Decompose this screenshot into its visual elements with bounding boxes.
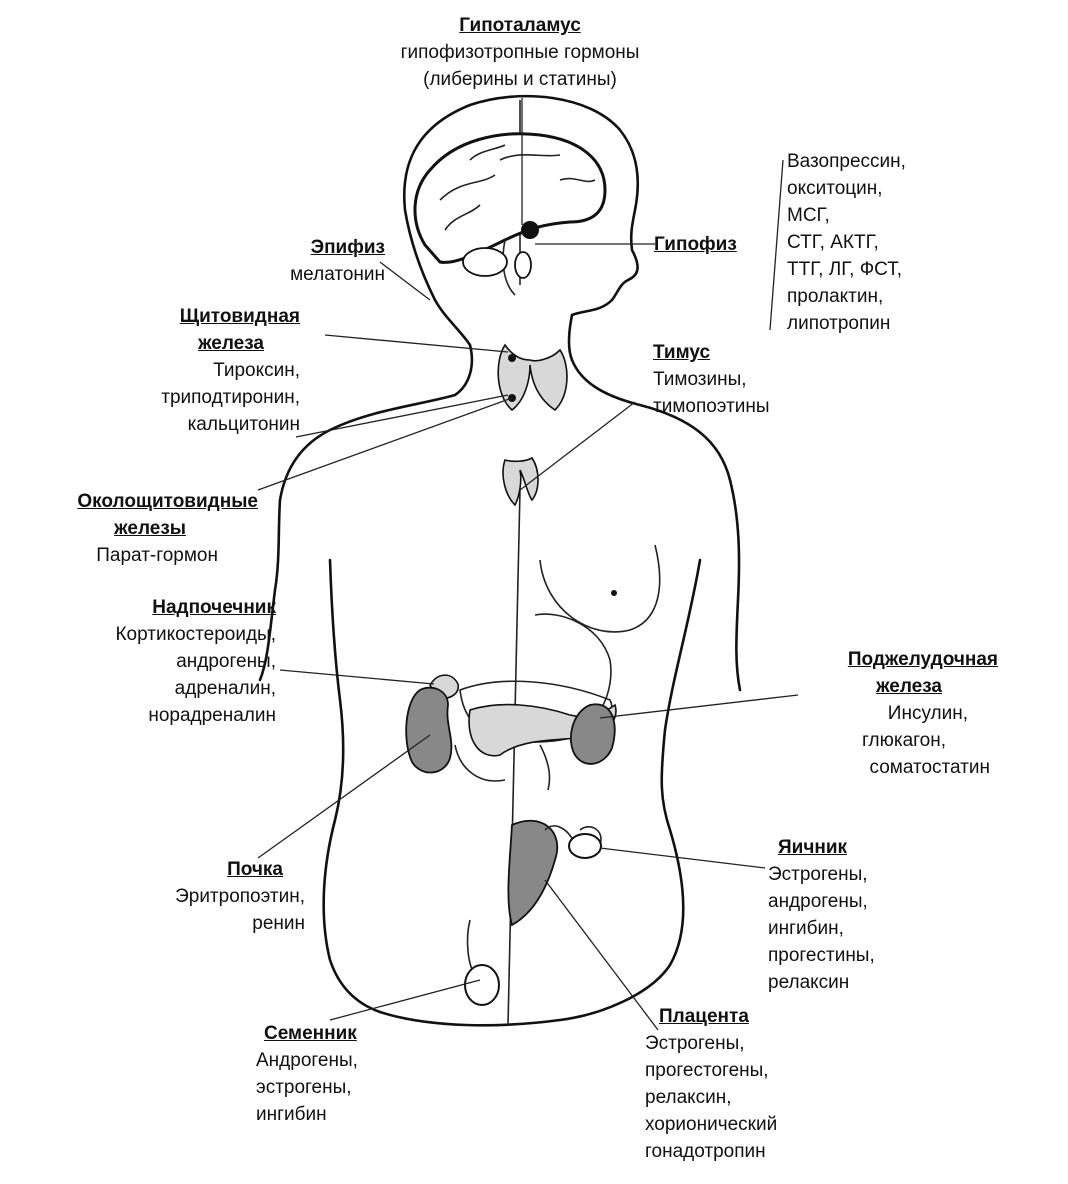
cerebellum bbox=[463, 248, 507, 276]
pituitary-hormone-7: липотропин bbox=[787, 310, 906, 337]
parathyroid-title: Околощитовидные bbox=[10, 488, 258, 515]
placenta-uterus bbox=[508, 821, 557, 925]
thymus-title: Тимус bbox=[653, 339, 770, 366]
hypothalamus-dot bbox=[521, 221, 539, 239]
placenta-line-1: Эстрогены, bbox=[645, 1030, 777, 1057]
thyroid-title: Щитовидная bbox=[90, 303, 300, 330]
ovary-line-5: релаксин bbox=[768, 969, 875, 996]
leader-testis bbox=[330, 980, 480, 1020]
ovary-line-2: андрогены, bbox=[768, 888, 875, 915]
label-thyroid: Щитовидная железа Тироксин, триподтирони… bbox=[90, 303, 300, 438]
label-thymus: Тимус Тимозины, тимопоэтины bbox=[653, 339, 770, 420]
adrenal-line-3: адреналин, bbox=[40, 675, 276, 702]
label-kidney: Почка Эритропоэтин, ренин bbox=[120, 856, 305, 937]
adrenal-line-4: норадреналин bbox=[40, 702, 276, 729]
ovary-line-3: ингибин, bbox=[768, 915, 875, 942]
label-adrenal: Надпочечник Кортикостероиды, андрогены, … bbox=[40, 594, 276, 729]
leader-adrenal bbox=[280, 670, 434, 684]
midline-body bbox=[508, 490, 520, 1025]
parathyroid-title-2: железы bbox=[10, 515, 258, 542]
ovary-title: Яичник bbox=[768, 834, 875, 861]
label-hypothalamus: Гипоталамус гипофизотропные гормоны (либ… bbox=[360, 12, 680, 93]
pituitary-title: Гипофиз bbox=[654, 231, 737, 258]
breast bbox=[540, 545, 660, 632]
label-epiphysis: Эпифиз мелатонин bbox=[220, 234, 385, 288]
leader-thyroid bbox=[325, 335, 508, 352]
pancreas-line-2: глюкагон, bbox=[780, 727, 998, 754]
label-pancreas: Поджелудочная железа Инсулин, глюкагон, … bbox=[780, 646, 998, 781]
leader-thyroid-down bbox=[296, 395, 508, 437]
right-kidney bbox=[571, 704, 615, 764]
ovary-line-1: Эстрогены, bbox=[768, 861, 875, 888]
pancreas-title-2: железа bbox=[780, 673, 998, 700]
pancreas-title: Поджелудочная bbox=[780, 646, 998, 673]
leader-pituitary-list bbox=[770, 160, 783, 330]
kidney-line-2: ренин bbox=[120, 910, 305, 937]
thyroid-line-1: Тироксин, bbox=[90, 357, 300, 384]
adrenal-line-2: андрогены, bbox=[40, 648, 276, 675]
testis-line-2: эстрогены, bbox=[256, 1074, 358, 1101]
epiphysis-title: Эпифиз bbox=[220, 234, 385, 261]
thymus-line-2: тимопоэтины bbox=[653, 393, 770, 420]
label-pituitary-hormones: Вазопрессин, окситоцин, МСГ, СТГ, АКТГ, … bbox=[787, 148, 906, 337]
pancreas-line-3: соматостатин bbox=[780, 754, 998, 781]
pituitary-hormone-1: Вазопрессин, bbox=[787, 148, 906, 175]
leader-placenta bbox=[545, 880, 658, 1030]
pituitary-hormone-2: окситоцин, bbox=[787, 175, 906, 202]
pituitary-gland bbox=[515, 252, 531, 278]
adrenal-line-1: Кортикостероиды, bbox=[40, 621, 276, 648]
placenta-line-3: релаксин, bbox=[645, 1084, 777, 1111]
leader-ovary bbox=[600, 848, 765, 868]
parathyroid-dot-2 bbox=[508, 354, 516, 362]
ovary-gland bbox=[569, 834, 601, 858]
label-pituitary: Гипофиз bbox=[654, 231, 737, 258]
placenta-line-2: прогестогены, bbox=[645, 1057, 777, 1084]
testis-line-1: Андрогены, bbox=[256, 1047, 358, 1074]
brain bbox=[415, 134, 605, 263]
ovary-line-4: прогестины, bbox=[768, 942, 875, 969]
label-testis: Семенник Андрогены, эстрогены, ингибин bbox=[256, 1020, 358, 1128]
kidney-title: Почка bbox=[120, 856, 305, 883]
pituitary-hormone-4: СТГ, АКТГ, bbox=[787, 229, 906, 256]
epiphysis-line-1: мелатонин bbox=[220, 261, 385, 288]
torso-left bbox=[324, 560, 380, 1012]
pituitary-hormone-3: МСГ, bbox=[787, 202, 906, 229]
hypothalamus-line-2: (либерины и статины) bbox=[360, 66, 680, 93]
label-placenta: Плацента Эстрогены, прогестогены, релакс… bbox=[645, 1003, 777, 1165]
thyroid-gland bbox=[498, 345, 567, 410]
hypothalamus-line-1: гипофизотропные гормоны bbox=[360, 39, 680, 66]
testis-line-3: ингибин bbox=[256, 1101, 358, 1128]
nipple bbox=[611, 590, 617, 596]
pituitary-hormone-6: пролактин, bbox=[787, 283, 906, 310]
leader-thymus bbox=[520, 402, 635, 490]
placenta-line-5: гонадотропин bbox=[645, 1138, 777, 1165]
kidney-line-1: Эритропоэтин, bbox=[120, 883, 305, 910]
parathyroid-line-1: Парат-гормон bbox=[10, 542, 258, 569]
hypothalamus-title: Гипоталамус bbox=[360, 12, 680, 39]
leader-pancreas bbox=[600, 695, 798, 718]
placenta-line-4: хорионический bbox=[645, 1111, 777, 1138]
pancreas-line-1: Инсулин, bbox=[780, 700, 998, 727]
placenta-title: Плацента bbox=[645, 1003, 777, 1030]
label-ovary: Яичник Эстрогены, андрогены, ингибин, пр… bbox=[768, 834, 875, 996]
thymus-line-1: Тимозины, bbox=[653, 366, 770, 393]
thyroid-line-2: триподтиронин, bbox=[90, 384, 300, 411]
adrenal-title: Надпочечник bbox=[40, 594, 276, 621]
thyroid-line-3: кальцитонин bbox=[90, 411, 300, 438]
label-parathyroid: Околощитовидные железы Парат-гормон bbox=[10, 488, 258, 569]
left-kidney bbox=[406, 688, 451, 773]
pituitary-hormone-5: ТТГ, ЛГ, ФСТ, bbox=[787, 256, 906, 283]
torso-right bbox=[380, 560, 700, 1025]
testis-gland bbox=[465, 965, 499, 1005]
thyroid-title-2: железа bbox=[90, 330, 300, 357]
leader-epiphysis bbox=[380, 262, 430, 300]
testis-title: Семенник bbox=[256, 1020, 358, 1047]
